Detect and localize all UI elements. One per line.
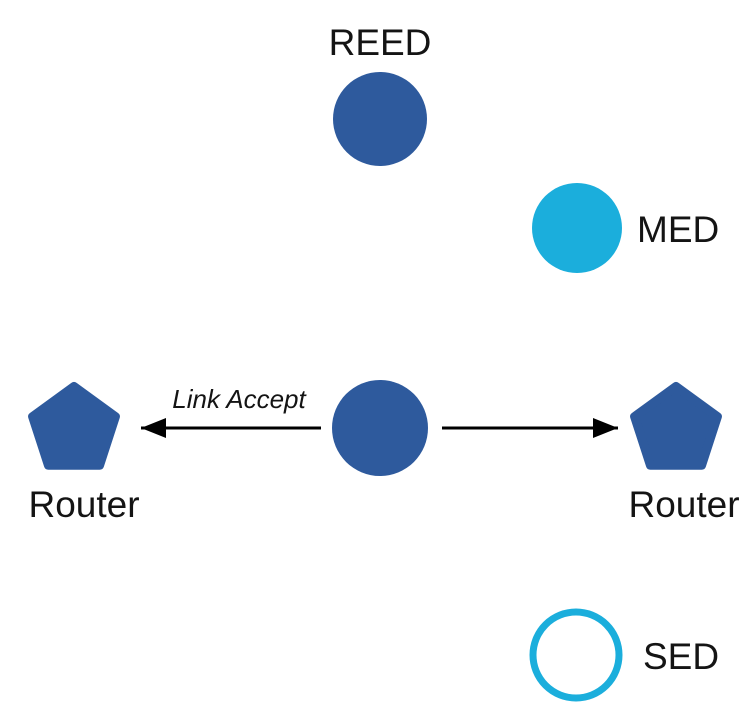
- sed-label: SED: [643, 636, 720, 677]
- sed-node-shape: [529, 608, 623, 702]
- med-label: MED: [637, 209, 720, 250]
- reed-label: REED: [328, 22, 432, 63]
- reed-node-shape: [333, 72, 427, 166]
- router-left-shape: [28, 382, 120, 470]
- med-node-shape: [532, 183, 622, 273]
- router-right-label: Router: [628, 484, 740, 525]
- link-accept-label: Link Accept: [172, 384, 306, 414]
- center-node-shape: [332, 380, 428, 476]
- router-right-shape: [630, 382, 722, 470]
- router-left-label: Router: [28, 484, 140, 525]
